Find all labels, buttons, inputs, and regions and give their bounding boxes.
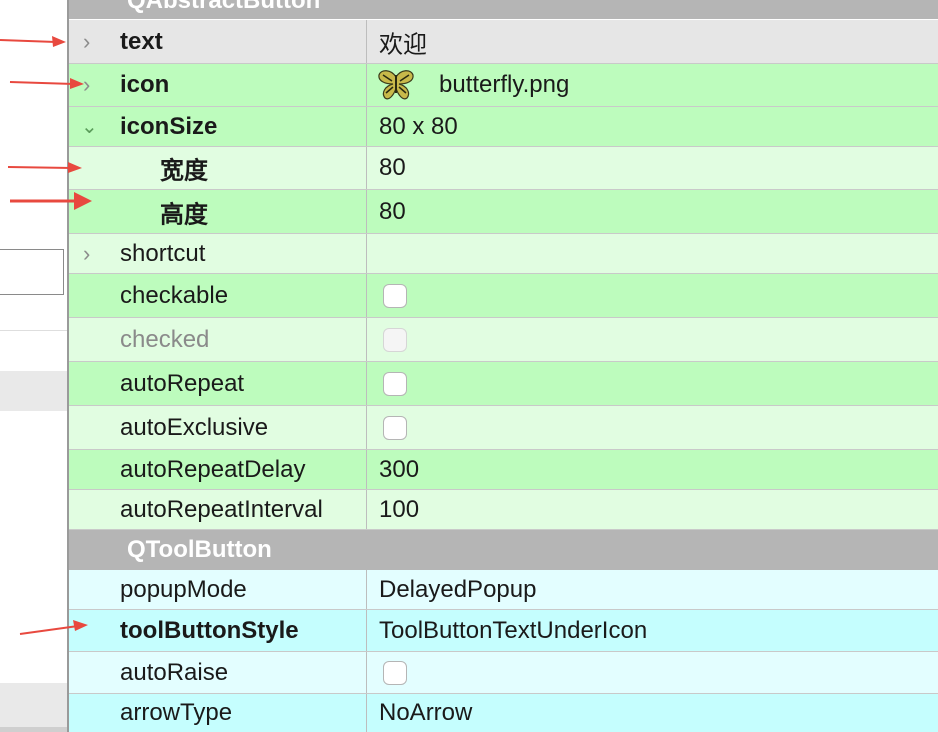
property-value[interactable]: 80 x 80 — [379, 112, 458, 140]
group-header-qtoolbutton[interactable]: QToolButton — [69, 530, 938, 570]
chevron-down-icon[interactable]: ⌄ — [81, 115, 98, 138]
autoraise-checkbox[interactable] — [383, 660, 407, 685]
property-name: shortcut — [120, 239, 206, 267]
property-name: checked — [120, 325, 210, 353]
property-name: iconSize — [120, 112, 218, 140]
property-value[interactable]: 80 — [379, 154, 406, 181]
property-row-height[interactable]: 高度 80 — [69, 190, 938, 234]
property-row-autorepeatdelay[interactable]: autoRepeatDelay 300 — [69, 450, 938, 490]
property-name: autoExclusive — [120, 413, 269, 441]
left-panel-input[interactable] — [0, 249, 64, 295]
property-name: checkable — [120, 281, 229, 309]
property-value[interactable]: butterfly.png — [439, 71, 570, 98]
checkable-checkbox[interactable] — [383, 283, 407, 308]
left-panel-band — [0, 727, 67, 732]
property-name: autoRepeatInterval — [120, 495, 323, 523]
property-row-checked[interactable]: checked — [69, 318, 938, 362]
property-name: 宽度 — [160, 157, 208, 185]
property-row-checkable[interactable]: checkable — [69, 274, 938, 318]
property-editor: QAbstractButton › text 欢迎 › icon butterf… — [67, 0, 938, 732]
property-value[interactable]: 80 — [379, 197, 406, 225]
property-name: toolButtonStyle — [120, 616, 299, 644]
property-value[interactable]: ToolButtonTextUnderIcon — [379, 616, 648, 644]
property-row-autoraise[interactable]: autoRaise — [69, 652, 938, 694]
group-header-label: QToolButton — [127, 536, 272, 563]
property-row-text[interactable]: › text 欢迎 — [69, 20, 938, 64]
property-row-width[interactable]: 宽度 80 — [69, 147, 938, 190]
chevron-right-icon[interactable]: › — [83, 240, 91, 266]
chevron-right-icon[interactable]: › — [83, 72, 91, 97]
property-row-autoexclusive[interactable]: autoExclusive — [69, 406, 938, 450]
property-row-shortcut[interactable]: › shortcut — [69, 234, 938, 274]
property-row-iconsize[interactable]: ⌄ iconSize 80 x 80 — [69, 107, 938, 147]
property-value[interactable]: 300 — [379, 455, 420, 483]
property-row-popupmode[interactable]: popupMode DelayedPopup — [69, 570, 938, 610]
left-panel-band — [0, 683, 67, 732]
property-value[interactable]: 100 — [379, 495, 420, 523]
group-header-label: QAbstractButton — [127, 0, 321, 14]
property-name: autoRepeatDelay — [120, 455, 306, 483]
property-row-toolbuttonstyle[interactable]: toolButtonStyle ToolButtonTextUnderIcon — [69, 610, 938, 652]
autorepeat-checkbox[interactable] — [383, 371, 407, 396]
property-value[interactable]: 欢迎 — [379, 31, 427, 58]
property-value[interactable]: NoArrow — [379, 699, 473, 726]
property-name: arrowType — [120, 699, 233, 726]
property-row-icon[interactable]: › icon butterfly.png — [69, 64, 938, 107]
property-row-autorepeat[interactable]: autoRepeat — [69, 362, 938, 406]
property-name: 高度 — [160, 201, 208, 228]
property-name: autoRepeat — [120, 369, 245, 397]
left-panel-divider — [0, 330, 67, 331]
butterfly-image-icon — [378, 70, 414, 100]
property-row-arrowtype[interactable]: arrowType NoArrow — [69, 694, 938, 732]
property-name: icon — [120, 71, 170, 98]
property-name: popupMode — [120, 575, 247, 603]
autoexclusive-checkbox[interactable] — [383, 415, 407, 440]
property-name: text — [120, 27, 163, 55]
left-panel — [0, 0, 67, 732]
group-header-qabstractbutton[interactable]: QAbstractButton — [69, 0, 938, 19]
property-name: autoRaise — [120, 658, 229, 686]
property-value[interactable]: DelayedPopup — [379, 575, 537, 603]
left-panel-band — [0, 371, 67, 411]
checked-checkbox — [383, 327, 407, 352]
chevron-right-icon[interactable]: › — [83, 28, 91, 54]
property-row-autorepeatinterval[interactable]: autoRepeatInterval 100 — [69, 490, 938, 530]
